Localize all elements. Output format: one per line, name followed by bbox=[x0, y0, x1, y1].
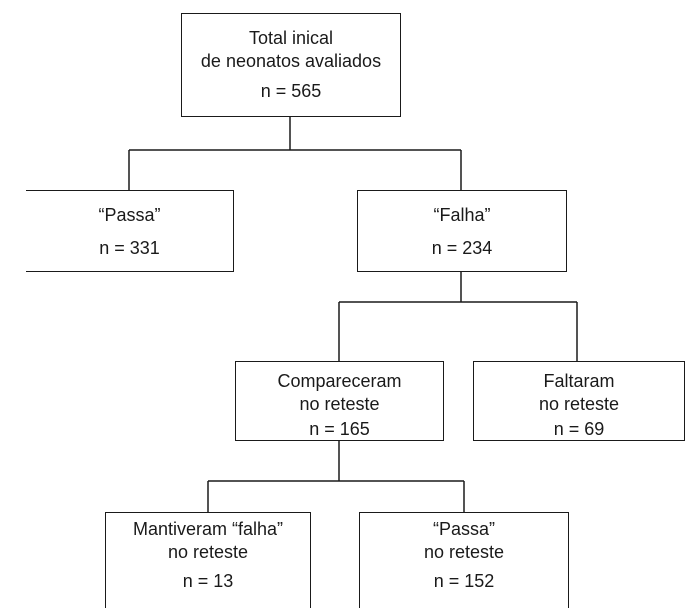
node-passa-reteste-line-1: “Passa” bbox=[432, 519, 495, 539]
node-compareceram: Compareceram no reteste n = 165 bbox=[235, 361, 444, 441]
node-compareceram-line-1: Compareceram bbox=[277, 371, 402, 391]
node-faltaram-line-1: Faltaram bbox=[543, 371, 615, 391]
node-passa-reteste-line-2: no reteste bbox=[423, 542, 505, 562]
node-passa-label: “Passa” bbox=[98, 205, 161, 225]
node-total-inicial-line-2: de neonatos avaliados bbox=[200, 51, 382, 71]
node-mantiveram-count: n = 13 bbox=[182, 571, 234, 591]
node-passa-reteste: “Passa” no reteste n = 152 bbox=[359, 512, 569, 608]
node-total-inicial-count: n = 565 bbox=[260, 81, 322, 101]
node-mantiveram-falha: Mantiveram “falha” no reteste n = 13 bbox=[105, 512, 311, 608]
node-compareceram-line-2: no reteste bbox=[299, 394, 380, 414]
node-faltaram-count: n = 69 bbox=[553, 419, 605, 439]
node-passa: “Passa” n = 331 bbox=[26, 190, 234, 272]
node-passa-reteste-count: n = 152 bbox=[433, 571, 495, 591]
node-compareceram-count: n = 165 bbox=[309, 419, 370, 439]
node-faltaram: Faltaram no reteste n = 69 bbox=[473, 361, 685, 441]
node-mantiveram-line-2: no reteste bbox=[167, 542, 249, 562]
node-falha-label: “Falha” bbox=[433, 205, 491, 225]
node-passa-count: n = 331 bbox=[99, 238, 160, 258]
node-total-inicial-line-1: Total inical bbox=[248, 28, 334, 48]
node-falha: “Falha” n = 234 bbox=[357, 190, 567, 272]
node-faltaram-line-2: no reteste bbox=[538, 394, 620, 414]
node-falha-count: n = 234 bbox=[431, 238, 493, 258]
node-total-inicial: Total inical de neonatos avaliados n = 5… bbox=[181, 13, 401, 117]
node-mantiveram-line-1: Mantiveram “falha” bbox=[132, 519, 284, 539]
